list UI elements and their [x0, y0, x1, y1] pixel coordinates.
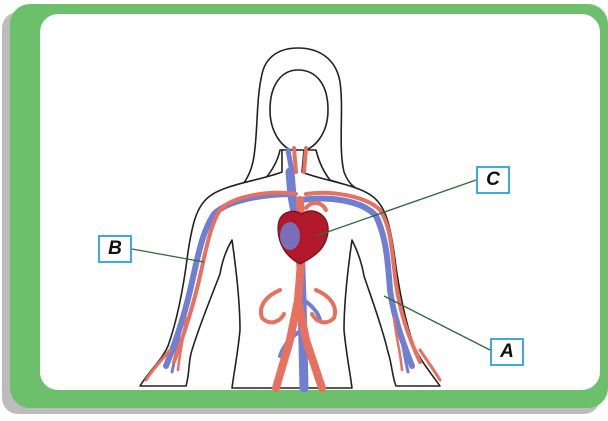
label-c: C: [476, 166, 510, 194]
label-a: A: [490, 338, 524, 366]
label-b: B: [98, 235, 132, 263]
